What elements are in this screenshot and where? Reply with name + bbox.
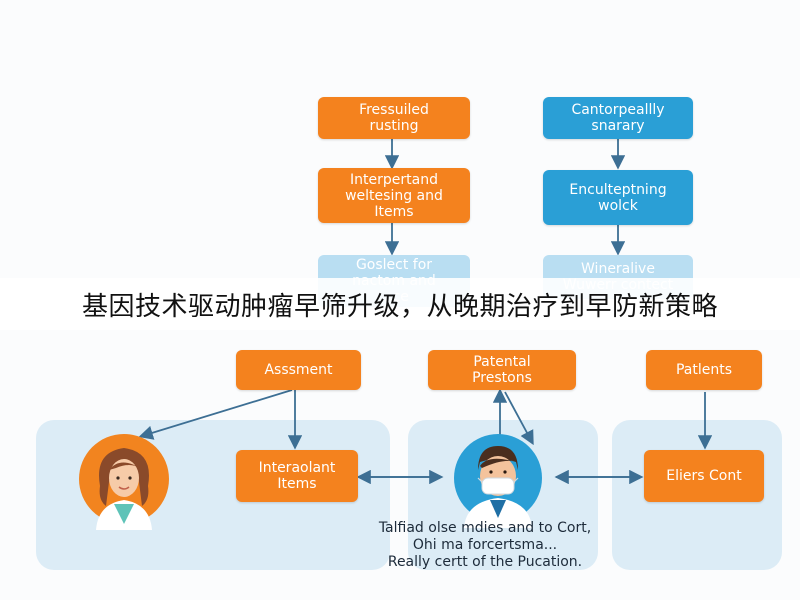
right-box-2: Enculteptning wolck bbox=[543, 170, 693, 225]
interaction-items-box: Interaolant Items bbox=[236, 450, 358, 502]
client-box: Eliers Cont bbox=[644, 450, 764, 502]
patental-prestons-box: Patental Prestons bbox=[428, 350, 576, 390]
left-box-1: Fressuiled rusting bbox=[318, 97, 470, 139]
overlay-title: 基因技术驱动肿瘤早筛升级，从晚期治疗到早防新策略 bbox=[0, 278, 800, 330]
female-doctor-avatar-icon bbox=[79, 434, 169, 530]
patients-box: Patlents bbox=[646, 350, 762, 390]
caption-text: Talfiad olse mdies and to Cort, Ohi ma f… bbox=[378, 520, 592, 570]
arrow-patental-male bbox=[504, 391, 534, 446]
arrow-assess-doctor bbox=[138, 389, 293, 440]
left-box-2: Interpertand weltesing and Items bbox=[318, 168, 470, 223]
right-box-1: Cantorpeallly snarary bbox=[543, 97, 693, 139]
male-doctor-masked-avatar-icon bbox=[454, 434, 542, 528]
assessment-box: Asssment bbox=[236, 350, 361, 390]
